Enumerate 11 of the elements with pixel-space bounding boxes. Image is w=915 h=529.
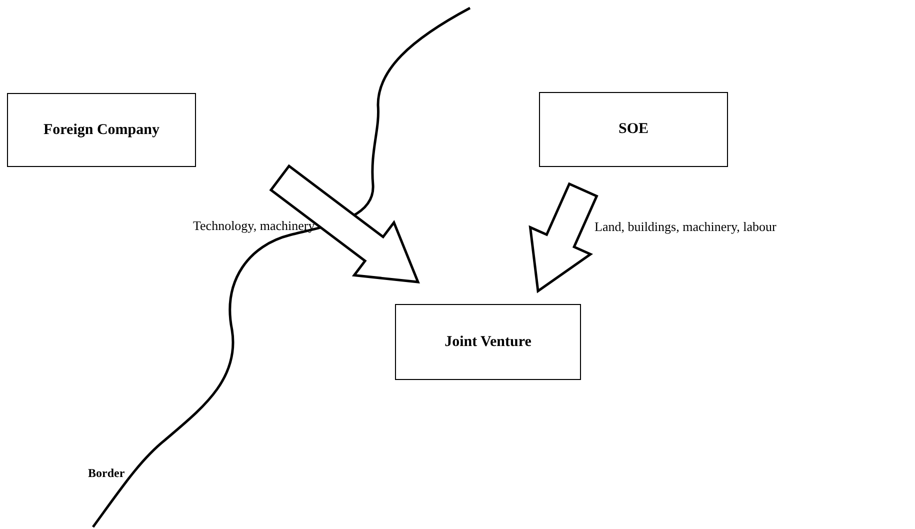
edge-label: Land, buildings, machinery, labour <box>594 218 776 234</box>
border-label: Border <box>88 466 125 481</box>
edge-label: Technology, machinery <box>193 218 315 234</box>
entity-name: Joint Venture <box>444 334 532 350</box>
entity-box <box>395 304 581 380</box>
entity-name: Foreign Company <box>44 122 160 138</box>
entity-name: SOE <box>618 121 648 138</box>
entity-box <box>539 92 728 167</box>
block-arrow <box>269 164 420 284</box>
entity-box <box>7 93 196 167</box>
block-arrow <box>528 182 598 294</box>
